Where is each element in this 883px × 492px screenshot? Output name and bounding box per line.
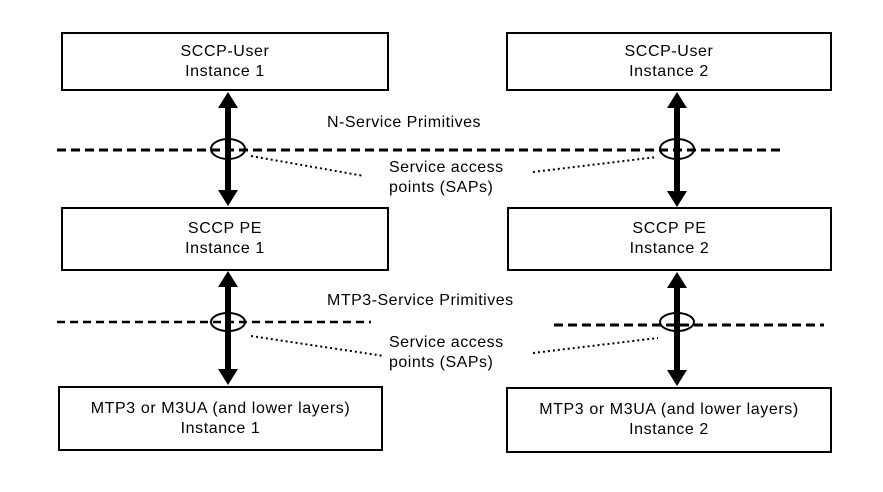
double-arrow-sccp-pe-1-to-mtp3-1 [218, 271, 238, 385]
label-sap-bottom-line1: Service access [389, 334, 504, 351]
sap-ellipse-upper-left [210, 138, 246, 160]
label-sap-bottom: Service access points (SAPs) [389, 333, 504, 373]
arrowhead-up-icon [218, 92, 238, 108]
box-label-line1: SCCP PE [632, 220, 707, 237]
box-label-line1: MTP3 or M3UA (and lower layers) [90, 399, 351, 417]
box-sccp-user-instance-1: SCCP-User Instance 1 [61, 32, 389, 91]
box-label-line1: SCCP-User [624, 42, 714, 60]
box-sccp-pe-instance-2: SCCP PE Instance 2 [507, 207, 832, 271]
box-label-line2: Instance 1 [180, 419, 261, 437]
label-sap-top: Service access points (SAPs) [389, 158, 504, 198]
double-arrow-sccp-user-1-to-sccp-pe-1 [218, 92, 238, 206]
arrowhead-down-icon [218, 369, 238, 385]
box-label-line2: Instance 1 [185, 62, 265, 80]
sap-leader-line-lower-right [532, 337, 659, 354]
double-arrow-sccp-pe-2-to-mtp3-2 [667, 272, 687, 386]
arrowhead-down-icon [667, 370, 687, 386]
box-mtp3-instance-2: MTP3 or M3UA (and lower layers) Instance… [506, 387, 832, 453]
label-mtp3-service-primitives: MTP3-Service Primitives [327, 292, 514, 309]
arrowhead-down-icon [667, 191, 687, 207]
box-label-line1: SCCP-User [180, 42, 270, 60]
box-sccp-user-instance-2: SCCP-User Instance 2 [506, 32, 832, 91]
arrowhead-up-icon [667, 272, 687, 288]
box-label-line2: Instance 2 [629, 240, 710, 257]
box-sccp-pe-instance-1: SCCP PE Instance 1 [61, 207, 389, 271]
arrowhead-up-icon [667, 92, 687, 108]
box-label-line1: MTP3 or M3UA (and lower layers) [539, 401, 799, 418]
arrowhead-up-icon [218, 271, 238, 287]
box-label-line2: Instance 2 [629, 421, 709, 438]
sap-ellipse-lower-left [210, 312, 246, 332]
box-label-line2: Instance 2 [629, 62, 709, 80]
sap-leader-line-lower-left [250, 335, 385, 357]
arrowhead-down-icon [218, 190, 238, 206]
sap-leader-line-upper-left [250, 155, 365, 177]
label-n-service-primitives: N-Service Primitives [327, 114, 482, 131]
label-sap-top-line1: Service access [389, 159, 504, 176]
box-label-line2: Instance 1 [185, 240, 265, 257]
double-arrow-sccp-user-2-to-sccp-pe-2 [667, 92, 687, 207]
label-sap-bottom-line2: points (SAPs) [389, 354, 494, 371]
sap-leader-line-upper-right [532, 156, 658, 173]
sap-ellipse-upper-right [659, 138, 695, 160]
box-label-line1: SCCP PE [187, 220, 263, 237]
label-sap-top-line2: points (SAPs) [389, 179, 494, 196]
sap-ellipse-lower-right [659, 312, 695, 332]
box-mtp3-instance-1: MTP3 or M3UA (and lower layers) Instance… [58, 386, 383, 451]
